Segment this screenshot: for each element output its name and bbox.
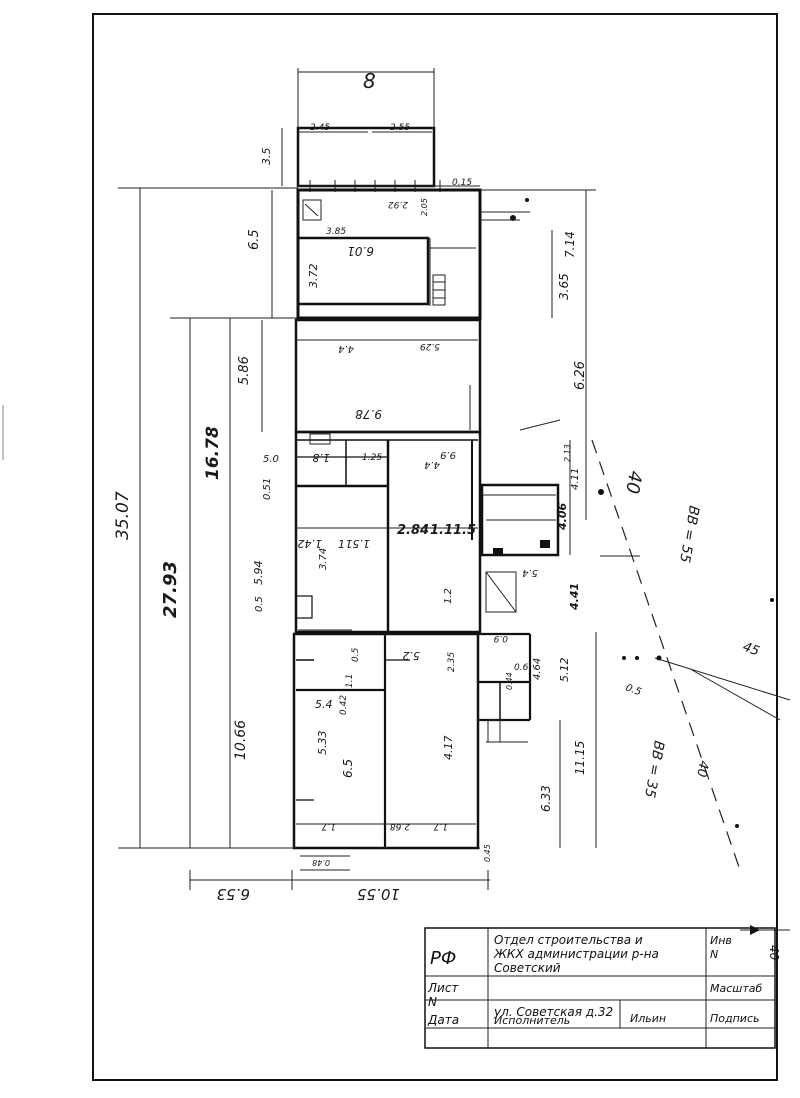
dim-mid-b: 1: [338, 538, 345, 551]
side-label-f: 0.5: [624, 682, 643, 698]
dim-upper-right-a: 7.14: [563, 231, 577, 258]
dim-upper-right-b: 3.65: [557, 273, 571, 300]
dim-mid-r: 2.13: [563, 444, 572, 462]
title-inv-number: N: [710, 948, 718, 961]
side-label-d: 40: [693, 759, 711, 778]
dim-mid-f: 0.5: [254, 596, 265, 612]
dim-hall-sub-a: 4.4: [338, 343, 354, 354]
dim-lower-u: 0.48: [312, 858, 330, 867]
title-field-right-2: Подпись: [710, 1012, 759, 1025]
dim-mid-k: 4.4: [424, 459, 440, 470]
dim-lower-b: 5.33: [316, 731, 329, 756]
dim-lower-n: 0.44: [505, 672, 514, 690]
dim-upper-block-height: 3.5: [260, 148, 273, 166]
dim-upper-room-height: 3.72: [307, 264, 320, 289]
dim-lower-s: 1.7: [433, 821, 448, 831]
dim-upper-small-d: 2.05: [420, 198, 429, 216]
side-label-g: 40: [767, 945, 781, 961]
side-label-c: ВВ = 35: [641, 739, 667, 799]
dim-south-length: 10.66: [233, 720, 249, 760]
title-performer: Исполнитель: [494, 1014, 570, 1027]
dim-top-width: 8: [363, 69, 376, 93]
dim-block-length: 16.78: [203, 426, 223, 480]
dim-lower-t: 0.45: [483, 844, 492, 862]
dim-lower-h: 2.35: [447, 652, 457, 672]
top-annex: 8 2.45 2.55 3.5: [260, 68, 480, 192]
side-annotations: 40 ВВ = 55 ВВ = 35 40 45 0.5 40: [519, 419, 791, 961]
title-org-mark: РФ: [430, 948, 456, 969]
dim-lower-o: 11.15: [573, 741, 587, 775]
dim-lower-q: 1.7: [321, 821, 336, 831]
dim-mid-i: 1.8: [313, 451, 331, 464]
dim-lower-r: 2.68: [390, 821, 410, 831]
dim-mid-j: 1.25: [362, 453, 382, 463]
title-label-sheet: Лист: [427, 981, 459, 995]
dim-hall-height: 5.86: [237, 356, 252, 385]
dim-lower-g: 5.2: [403, 649, 421, 662]
title-description-1: Отдел строительства и: [494, 933, 643, 947]
overall-dimensions: 35.07 27.93 16.78 10.66 6.53 10.55: [113, 187, 490, 903]
dim-mid-d: 3.74: [318, 548, 329, 570]
dim-lower-p: 6.33: [539, 785, 553, 812]
dim-mid-o: 4.11: [570, 468, 581, 490]
side-label-a: 40: [621, 469, 646, 495]
dim-lower-j: 0.9: [493, 633, 508, 643]
dim-upper-left-height: 6.5: [247, 229, 262, 250]
dim-total-length: 35.07: [113, 491, 133, 540]
title-label-date: Дата: [427, 1013, 459, 1027]
dim-lower-m: 5.12: [558, 658, 571, 683]
side-label-e: 45: [741, 640, 762, 660]
title-field-right-1: Масштаб: [710, 982, 762, 995]
dim-mid-row-c: 1.5: [453, 523, 476, 538]
dim-lower-c: 6.5: [341, 759, 355, 778]
dim-mid-e: 5.94: [252, 561, 265, 586]
title-inv-label: Инв: [710, 934, 732, 947]
dim-top-sub-b: 2.55: [390, 123, 410, 133]
dim-mid-length: 27.93: [160, 561, 181, 618]
dim-mid-q: 4.41: [568, 583, 581, 611]
title-description-2: ЖКХ администрации р-на: [493, 947, 659, 961]
dim-lower-f: 0.5: [351, 647, 361, 662]
title-block: РФ Отдел строительства и ЖКХ администрац…: [424, 927, 776, 1049]
dim-upper-room-width: 6.01: [347, 244, 374, 258]
dim-lower-l: 4.64: [532, 658, 543, 680]
dim-hall-width: 9.78: [355, 407, 382, 421]
dim-mid-row-b: 1.1: [430, 523, 453, 538]
side-label-b: ВВ = 55: [676, 504, 702, 564]
dim-mid-h: 5.0: [263, 454, 279, 465]
dim-left-offset: 6.53: [217, 885, 250, 903]
lower-block: 5.4 5.33 6.5 0.42 1.1 0.5 5.2 2.35 4.17 …: [292, 632, 597, 871]
dim-mid-n: 9.9: [440, 449, 456, 460]
central-block: 2.84 1.1 1.5 1.42 1 1.51 3.74 5.94 0.5 0…: [252, 430, 581, 634]
dim-upper-small-c: 3.85: [326, 227, 346, 237]
upper-block: 6.5 6.01 3.72 2.92 3.85 2.05 0.15 7.14 3…: [247, 178, 596, 520]
dim-mid-m: 5.4: [522, 567, 538, 578]
dim-mid-row-a: 2.84: [397, 523, 429, 538]
dim-mid-a: 1.42: [298, 537, 323, 550]
dim-upper-small-b: 2.92: [388, 199, 408, 209]
sheet-frame: [92, 13, 778, 1081]
dim-mid-g: 0.51: [262, 478, 273, 500]
dim-hall-sub-b: 5.29: [420, 341, 440, 351]
dim-top-sub-a: 2.45: [310, 123, 330, 133]
dim-mid-c: 1.51: [346, 537, 371, 550]
dim-bottom-width: 10.55: [357, 885, 400, 903]
dim-lower-k: 0.6: [514, 663, 529, 673]
title-signature: Ильин: [630, 1012, 666, 1025]
dim-upper-right-c: 6.26: [573, 361, 588, 390]
title-block-frame: [424, 927, 776, 1049]
dim-mid-p: 4.06: [556, 503, 569, 531]
dim-lower-e: 1.1: [345, 674, 355, 688]
dim-lower-a: 5.4: [315, 698, 333, 711]
dim-mid-l: 1.2: [443, 588, 454, 604]
dim-upper-small-a: 0.15: [452, 178, 472, 188]
dim-lower-i: 4.17: [442, 736, 455, 761]
title-label-number: N: [428, 995, 437, 1009]
dim-lower-d: 0.42: [339, 695, 349, 715]
title-description-3: Советский: [494, 961, 561, 975]
title-address: ул. Советская д.32: [493, 1005, 613, 1019]
hall-block: 5.86 9.78 4.4 5.29 6.26: [237, 318, 588, 434]
